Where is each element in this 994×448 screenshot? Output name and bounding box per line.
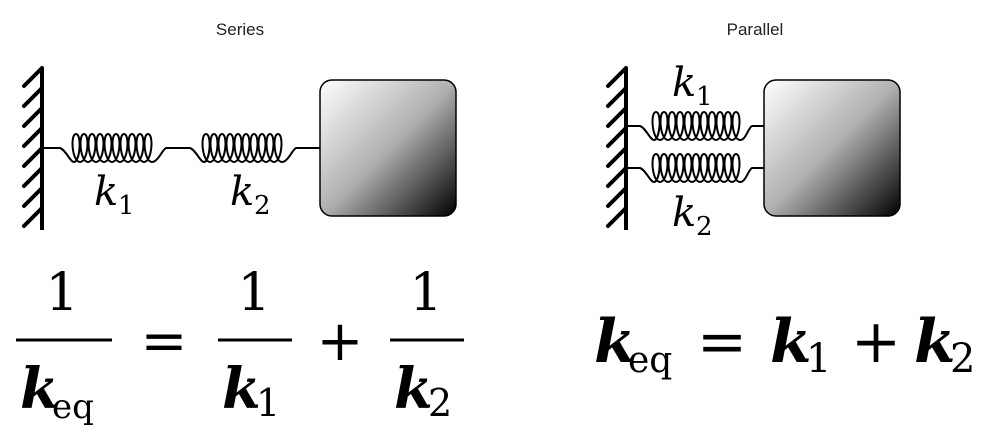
series-mass-block bbox=[319, 79, 457, 217]
series-spring-2 bbox=[189, 132, 320, 164]
parallel-spring-1 bbox=[626, 110, 764, 142]
series-term2-numerator: 1 bbox=[409, 263, 442, 323]
series-lhs-denominator-subscript: eq bbox=[52, 387, 94, 427]
parallel-term2-subscript: 2 bbox=[950, 336, 975, 382]
series-lhs-denominator: k bbox=[20, 356, 59, 422]
parallel-term1-subscript: 1 bbox=[806, 336, 831, 382]
series-wall bbox=[22, 66, 44, 230]
parallel-k2-label: k bbox=[672, 190, 696, 236]
series-title: Series bbox=[215, 20, 265, 39]
series-plus-sign: + bbox=[317, 309, 364, 374]
parallel-k1-subscript: 1 bbox=[696, 82, 713, 112]
series-lhs-numerator: 1 bbox=[45, 263, 78, 323]
parallel-plus-sign: + bbox=[851, 307, 901, 377]
series-term2-denominator: k bbox=[394, 356, 433, 422]
series-term2-denominator-subscript: 2 bbox=[428, 381, 452, 425]
series-equals-sign: = bbox=[141, 309, 188, 374]
parallel-mass-block bbox=[763, 79, 901, 217]
parallel-term2: k bbox=[914, 307, 956, 377]
series-term1-denominator: k bbox=[222, 356, 261, 422]
parallel-wall bbox=[606, 66, 628, 230]
series-term1-numerator: 1 bbox=[237, 263, 270, 323]
series-k2-label: k bbox=[230, 169, 254, 215]
parallel-spring-2 bbox=[626, 152, 764, 184]
series-k1-subscript: 1 bbox=[118, 191, 135, 221]
series-k2-subscript: 2 bbox=[254, 191, 271, 221]
parallel-term1: k bbox=[770, 307, 812, 377]
parallel-equals-sign: = bbox=[697, 307, 747, 377]
series-k1-label: k bbox=[94, 169, 118, 215]
series-term1-denominator-subscript: 1 bbox=[256, 381, 280, 425]
parallel-k1-label: k bbox=[672, 60, 696, 106]
parallel-title: Parallel bbox=[726, 20, 784, 39]
parallel-lhs-subscript: eq bbox=[628, 340, 672, 381]
parallel-formula: k eq = k 1 + k 2 bbox=[594, 307, 975, 382]
series-spring-1 bbox=[42, 132, 190, 164]
parallel-lhs: k bbox=[594, 307, 636, 377]
series-formula: 1 k eq = 1 k 1 + 1 k 2 bbox=[16, 263, 464, 427]
parallel-k2-subscript: 2 bbox=[696, 212, 713, 242]
